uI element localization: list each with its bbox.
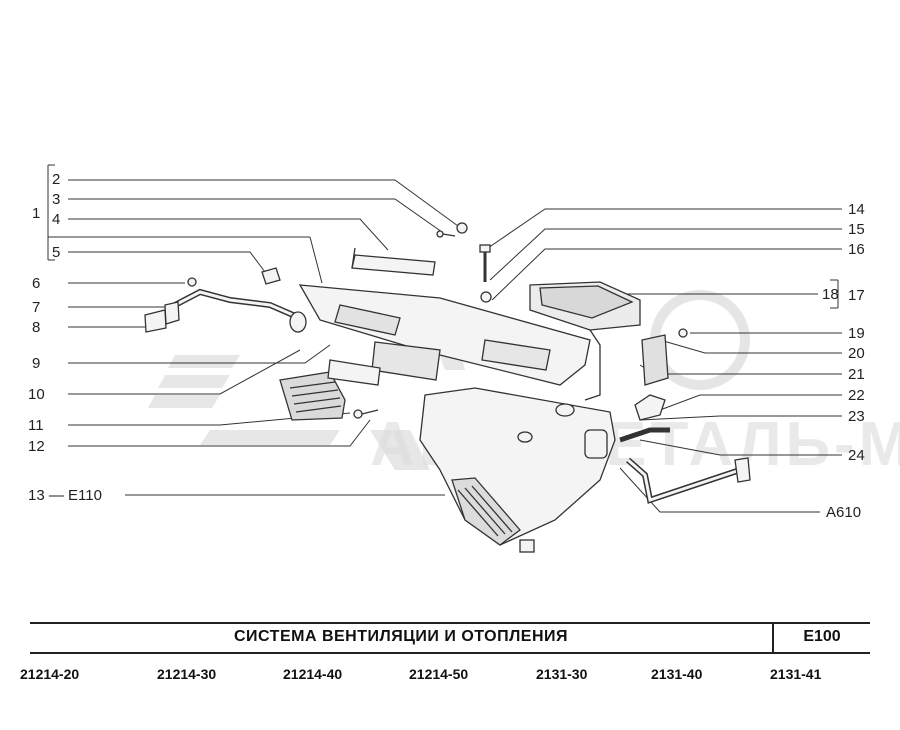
callout-20: 20 xyxy=(848,345,865,362)
callout-17: 17 xyxy=(848,287,865,304)
callout-9: 9 xyxy=(32,355,41,372)
page-title: СИСТЕМА ВЕНТИЛЯЦИИ И ОТОПЛЕНИЯ xyxy=(233,628,569,645)
model-code: 2131-30 xyxy=(536,666,588,682)
callout-2: 2 xyxy=(52,171,61,188)
model-code: 2131-40 xyxy=(651,666,703,682)
callout-10: 10 xyxy=(28,386,45,403)
section-code: E100 xyxy=(803,628,841,645)
callout-8: 8 xyxy=(32,319,41,336)
model-code: 21214-50 xyxy=(409,666,469,682)
callout-19: 19 xyxy=(848,325,865,342)
callout-4: 4 xyxy=(52,211,61,228)
model-code: 21214-20 xyxy=(20,666,80,682)
leader-lines xyxy=(47,164,842,513)
callout-12: 12 xyxy=(28,438,45,455)
callout-15: 15 xyxy=(848,221,865,238)
callout-22: 22 xyxy=(848,387,865,404)
heater-parts xyxy=(144,222,751,553)
callout-23: 23 xyxy=(848,408,865,425)
model-code: 21214-40 xyxy=(283,666,343,682)
callout-1: 1 xyxy=(32,205,41,222)
callout-3: 3 xyxy=(52,191,61,208)
model-code: 2131-41 xyxy=(770,666,822,682)
callout-16: 16 xyxy=(848,241,865,258)
model-code: 21214-30 xyxy=(157,666,217,682)
callout-18: 18 xyxy=(822,286,839,303)
callout-11: 11 xyxy=(28,417,44,434)
callout-14: 14 xyxy=(848,201,865,218)
title-bar: СИСТЕМА ВЕНТИЛЯЦИИ И ОТОПЛЕНИЯ E100 xyxy=(30,622,870,654)
callout-21: 21 xyxy=(848,366,865,383)
callout-7: 7 xyxy=(32,299,41,316)
callout-13-e110: 13 — E110 xyxy=(28,487,102,504)
callout-6: 6 xyxy=(32,275,41,292)
exploded-parts-diagram: АВТОДЕТАЛЬ-МС xyxy=(47,164,900,553)
callout-5: 5 xyxy=(52,244,61,261)
callout-a610: A610 xyxy=(826,504,862,521)
callout-24: 24 xyxy=(848,447,865,464)
model-list: 21214-20 21214-30 21214-40 21214-50 2131… xyxy=(0,666,900,686)
title-divider xyxy=(772,624,774,652)
